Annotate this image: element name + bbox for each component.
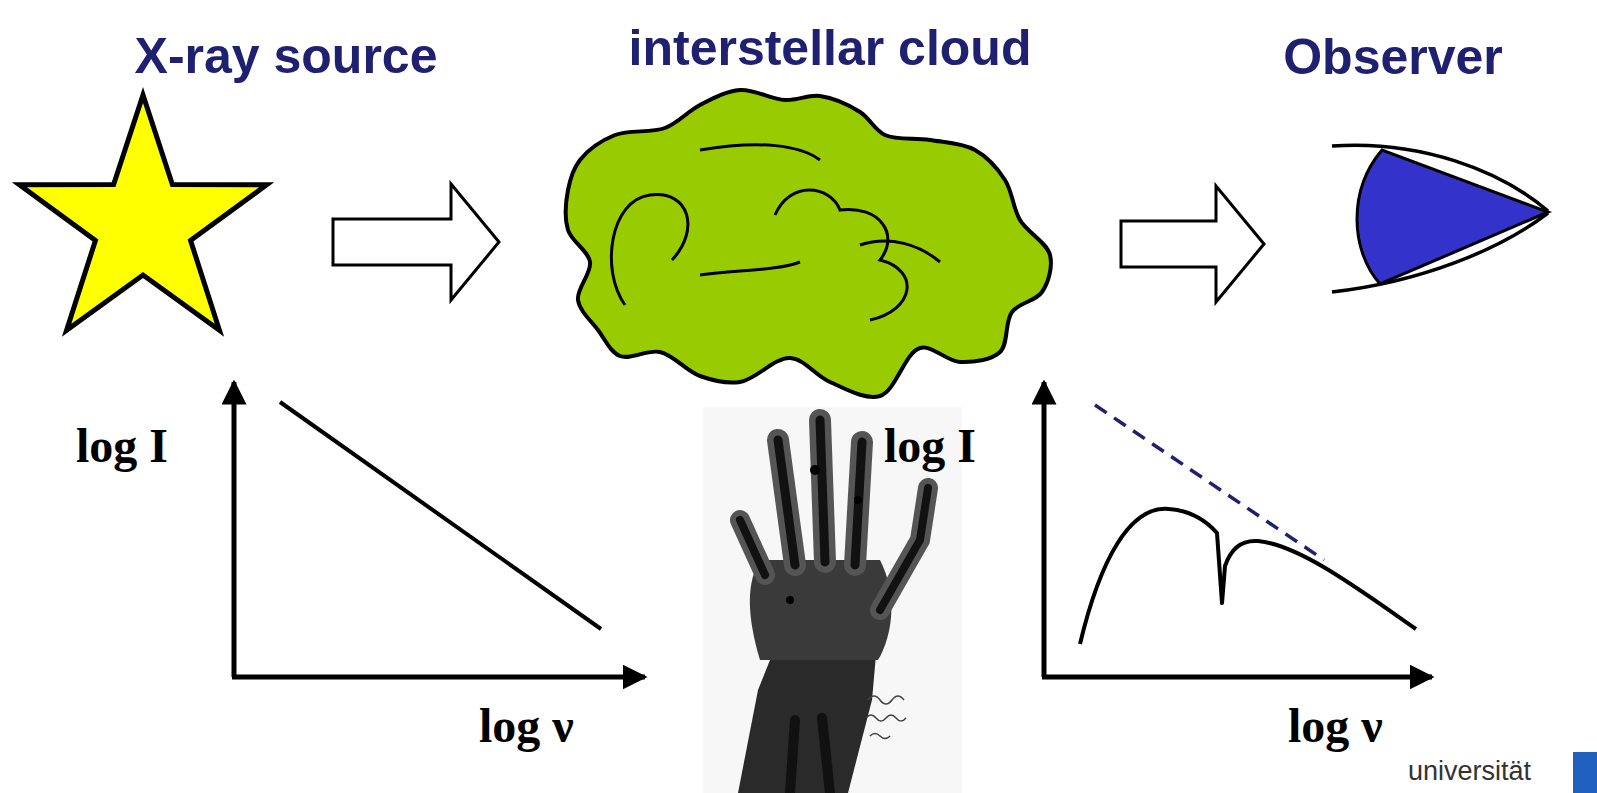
unabsorbed-dashed-line bbox=[1095, 405, 1324, 560]
source-star: X-ray source bbox=[19, 95, 267, 330]
cloud-fold-line bbox=[860, 241, 940, 262]
ring-dot bbox=[810, 465, 820, 475]
cloud-shape: interstellar cloud bbox=[565, 87, 1055, 399]
source-spectrum-plot bbox=[232, 382, 645, 677]
cloud-fold-line bbox=[700, 145, 820, 160]
y-axis bbox=[232, 382, 237, 677]
node-heading: Observer bbox=[1283, 30, 1503, 85]
x-axis bbox=[232, 675, 645, 680]
ring-dot bbox=[854, 496, 862, 504]
logo-text: universität bbox=[1408, 757, 1531, 787]
logo-block bbox=[1573, 752, 1597, 793]
handwriting-scribble bbox=[866, 696, 906, 739]
eye-lid bbox=[1332, 145, 1548, 292]
axis-label: log I bbox=[884, 420, 976, 473]
block-arrow bbox=[1121, 186, 1264, 302]
observer-eye-outline bbox=[1330, 132, 1550, 297]
axis-label: log ν bbox=[479, 700, 574, 753]
fingers bbox=[740, 420, 928, 793]
x-axis bbox=[1042, 675, 1432, 680]
source-star-outline bbox=[19, 95, 267, 330]
power-law-line bbox=[280, 402, 601, 629]
absorbed-spectrum-plot bbox=[1042, 382, 1432, 677]
cloud-outline bbox=[566, 90, 1051, 397]
block-arrow bbox=[333, 184, 499, 300]
y-axis bbox=[1042, 382, 1047, 677]
cloud-shape-outline bbox=[565, 87, 1055, 399]
cloud-fold-line bbox=[775, 190, 907, 320]
axis-label: log ν bbox=[1288, 700, 1383, 753]
cloud-fold-line bbox=[611, 195, 688, 305]
ring-dot bbox=[786, 596, 794, 604]
absorbed-spectrum-curve bbox=[1080, 509, 1416, 644]
axis-label: log I bbox=[76, 420, 168, 473]
star-outline bbox=[19, 95, 266, 330]
observer-eye: Observer bbox=[1330, 132, 1550, 297]
node-heading: X-ray source bbox=[135, 29, 438, 84]
cloud-fold-line bbox=[700, 262, 800, 275]
node-heading: interstellar cloud bbox=[629, 21, 1032, 76]
